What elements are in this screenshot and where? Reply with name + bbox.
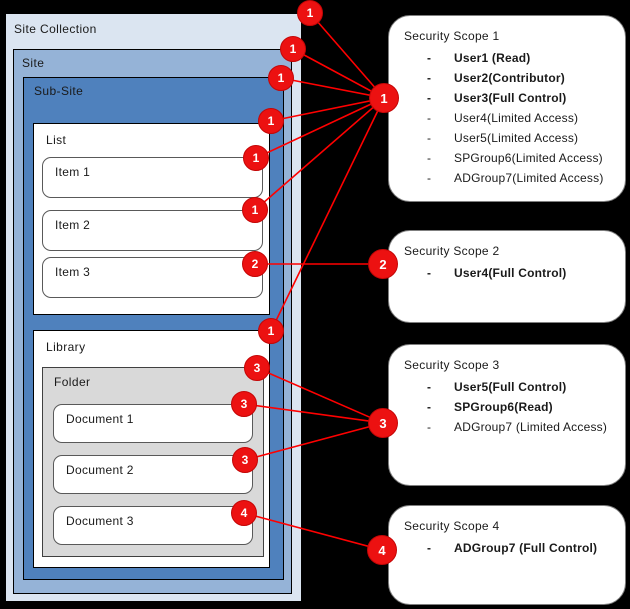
security-scope-1-box: Security Scope 1 - User1 (Read) - User2(Co… — [388, 15, 626, 202]
bullet-dash: - — [427, 51, 432, 65]
connector-line-1 — [309, 12, 385, 99]
library-label: Library — [46, 340, 86, 354]
bullet-dash: - — [427, 151, 432, 165]
security-scope-3-box: Security Scope 3 - User5(Full Control) - S… — [388, 344, 626, 486]
scope-entry-text: User3(Full Control) — [454, 91, 567, 105]
bullet-dash: - — [427, 131, 432, 145]
marker-document-2: 3 — [232, 447, 258, 473]
scope-entry: - SPGroup6(Limited Access) — [389, 148, 625, 168]
security-scope-1-title: Security Scope 1 — [404, 29, 500, 43]
bullet-dash: - — [427, 380, 432, 394]
bullet-dash: - — [427, 541, 432, 555]
list-label: List — [46, 133, 67, 147]
site-label: Site — [22, 56, 45, 70]
list-item-3: Item 3 — [42, 257, 263, 298]
scope-entry: - ADGroup7 (Limited Access) — [389, 417, 625, 437]
security-scope-2-title: Security Scope 2 — [404, 244, 500, 258]
scope-entry: - ADGroup7(Limited Access) — [389, 168, 625, 188]
scope-entry-text: User4(Limited Access) — [454, 111, 579, 125]
marker-scope-2: 2 — [368, 249, 398, 279]
security-scope-4-entries: - ADGroup7 (Full Control) — [389, 538, 625, 558]
bullet-dash: - — [427, 91, 432, 105]
folder-document-1: Document 1 — [53, 404, 253, 443]
list-item-1: Item 1 — [42, 157, 263, 198]
list-item-2: Item 2 — [42, 210, 263, 251]
bullet-dash: - — [427, 171, 432, 185]
scope-entry: - User5(Limited Access) — [389, 128, 625, 148]
marker-site-collection: 1 — [297, 0, 323, 26]
security-scope-2-box: Security Scope 2 - User4(Full Control) — [388, 230, 626, 323]
marker-sub-site: 1 — [268, 65, 294, 91]
marker-library: 1 — [258, 318, 284, 344]
scope-entry-text: ADGroup7 (Full Control) — [454, 541, 598, 555]
scope-entry: - User1 (Read) — [389, 48, 625, 68]
folder-document-3: Document 3 — [53, 506, 253, 545]
site-collection-label: Site Collection — [14, 22, 97, 36]
scope-entry: - ADGroup7 (Full Control) — [389, 538, 625, 558]
marker-site: 1 — [280, 36, 306, 62]
marker-item-3: 2 — [242, 251, 268, 277]
folder-label: Folder — [54, 375, 91, 389]
marker-document-1: 3 — [231, 391, 257, 417]
marker-item-1: 1 — [243, 145, 269, 171]
bullet-dash: - — [427, 266, 432, 280]
scope-entry: - User4(Full Control) — [389, 263, 625, 283]
marker-document-3: 4 — [231, 500, 257, 526]
scope-entry-text: ADGroup7(Limited Access) — [454, 171, 604, 185]
security-scope-4-box: Security Scope 4 - ADGroup7 (Full Control… — [388, 505, 626, 605]
scope-entry-text: User2(Contributor) — [454, 71, 565, 85]
marker-scope-3: 3 — [368, 408, 398, 438]
folder-document-2: Document 2 — [53, 455, 253, 494]
scope-entry-text: User4(Full Control) — [454, 266, 567, 280]
sub-site-label: Sub-Site — [34, 84, 84, 98]
scope-entry-text: SPGroup6(Limited Access) — [454, 151, 603, 165]
scope-entry-text: User1 (Read) — [454, 51, 531, 65]
scope-entry: - User2(Contributor) — [389, 68, 625, 88]
marker-scope-4: 4 — [367, 535, 397, 565]
security-scope-3-entries: - User5(Full Control) - SPGroup6(Read) - AD… — [389, 377, 625, 437]
scope-entry-text: User5(Full Control) — [454, 380, 567, 394]
marker-list: 1 — [258, 108, 284, 134]
scope-entry: - User4(Limited Access) — [389, 108, 625, 128]
scope-entry-text: ADGroup7 (Limited Access) — [454, 420, 608, 434]
marker-item-2: 1 — [242, 197, 268, 223]
bullet-dash: - — [427, 400, 432, 414]
scope-entry: - User3(Full Control) — [389, 88, 625, 108]
scope-entry-text: User5(Limited Access) — [454, 131, 579, 145]
scope-entry-text: SPGroup6(Read) — [454, 400, 553, 414]
scope-entry: - User5(Full Control) — [389, 377, 625, 397]
security-scope-1-entries: - User1 (Read) - User2(Contributor) - User3… — [389, 48, 625, 188]
marker-scope-1: 1 — [369, 83, 399, 113]
bullet-dash: - — [427, 420, 432, 434]
marker-folder: 3 — [244, 355, 270, 381]
security-scope-2-entries: - User4(Full Control) — [389, 263, 625, 283]
scope-entry: - SPGroup6(Read) — [389, 397, 625, 417]
security-scope-3-title: Security Scope 3 — [404, 358, 500, 372]
bullet-dash: - — [427, 111, 432, 125]
bullet-dash: - — [427, 71, 432, 85]
security-scope-4-title: Security Scope 4 — [404, 519, 500, 533]
